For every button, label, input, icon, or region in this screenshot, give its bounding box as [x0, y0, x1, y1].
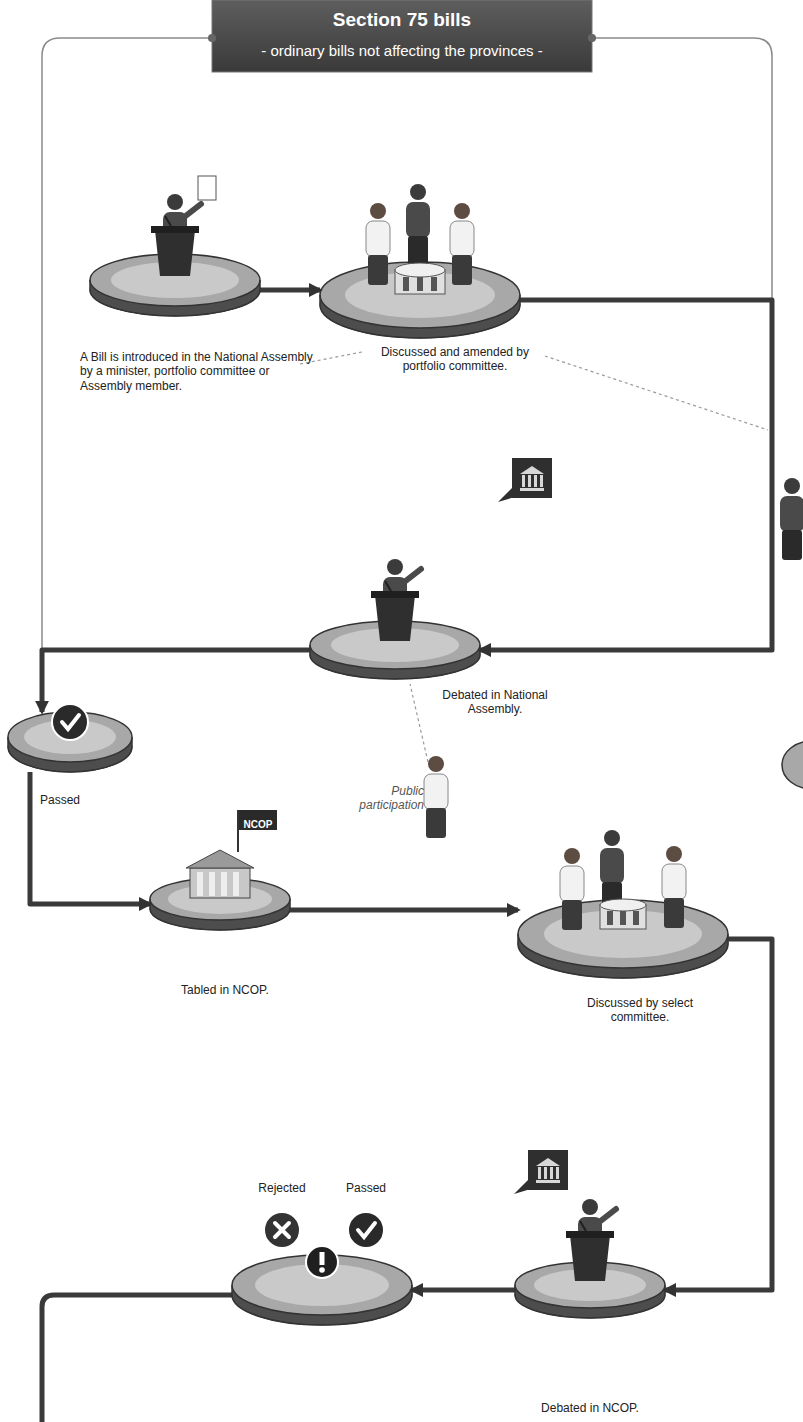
caption-text: Discussed and amended by portfolio commi…: [370, 345, 540, 374]
platform-outline: [90, 254, 260, 316]
leader-line: [300, 352, 768, 762]
platform-node: RejectedPassed: [232, 1255, 412, 1325]
title-banner: [212, 0, 592, 72]
caption-text-box: Rejected: [240, 1178, 324, 1196]
caption-text: Passed: [40, 793, 80, 807]
caption-text-box: Passed: [40, 790, 100, 808]
caption-text-box: Tabled in NCOP.: [160, 980, 290, 998]
caption-text-box: Passed: [336, 1178, 396, 1196]
subtitle-text: - ordinary bills not affecting the provi…: [261, 42, 543, 60]
figures: [52, 176, 803, 1281]
platform-edge: [150, 899, 290, 930]
platform-node: Debated in NCOP.: [515, 1262, 665, 1318]
platform-outline: [310, 621, 480, 679]
flow-arrow: [30, 772, 150, 904]
caption-text: Passed: [346, 1181, 386, 1195]
title-text-box: Section 75 bills: [212, 9, 592, 32]
platform-edge: [515, 1285, 665, 1318]
flow-arrow: [665, 939, 772, 1290]
caption-text: Discussed by select committee.: [560, 996, 720, 1025]
platform-node: Passed: [8, 712, 132, 772]
platform-outline: [232, 1255, 412, 1325]
caption-text-box: A Bill is introduced in the National Ass…: [80, 350, 320, 394]
caption-text-box: Discussed and amended by portfolio commi…: [370, 345, 540, 374]
flow-arrow: [42, 650, 310, 712]
flow-arrow: [412, 1288, 515, 1293]
platform-outline: [518, 900, 728, 978]
platform-outline: [8, 712, 132, 772]
platform-edge: [518, 934, 728, 978]
caption-text: A Bill is introduced in the National Ass…: [80, 350, 320, 393]
caption-text-box: Discussed by select committee.: [560, 996, 720, 1025]
caption-text-box: Debated in National Assembly.: [430, 688, 560, 717]
platform-outline: [320, 262, 520, 338]
platform-node: Tabled in NCOP.: [150, 878, 290, 930]
frame-line: [42, 34, 772, 650]
caption-text-box: Debated in NCOP.: [515, 1398, 665, 1416]
subtitle-text-box: - ordinary bills not affecting the provi…: [212, 42, 592, 60]
platform-node: Discussed by select committee.: [518, 900, 728, 978]
flow-arrow: [290, 908, 518, 913]
platform-edge: [8, 737, 132, 772]
flow-arrow: [260, 288, 320, 293]
platform-node: Debated in National Assembly.: [310, 621, 480, 679]
flag-label-box: NCOP: [239, 814, 277, 832]
platform-node: A Bill is introduced in the National Ass…: [90, 254, 260, 316]
platform-edge: [310, 645, 480, 679]
caption-text: Debated in National Assembly.: [430, 688, 560, 717]
platform-outline: [150, 878, 290, 930]
platform-edge: [90, 280, 260, 316]
platform-edge: [320, 295, 520, 338]
caption-text: Debated in NCOP.: [541, 1401, 639, 1415]
flag-label: NCOP: [244, 819, 273, 831]
exit-line: [42, 1295, 232, 1422]
platform-edge: [232, 1285, 412, 1325]
caption-text: Tabled in NCOP.: [181, 983, 269, 997]
platform-disk: [8, 254, 803, 1325]
title-text: Section 75 bills: [333, 9, 471, 32]
platform-outline: [515, 1262, 665, 1318]
note-label: Public participation: [336, 784, 424, 813]
note-label-box: Public participation: [336, 784, 424, 813]
caption-text: Rejected: [258, 1181, 305, 1195]
platform-node: Discussed and amended by portfolio commi…: [320, 262, 520, 338]
